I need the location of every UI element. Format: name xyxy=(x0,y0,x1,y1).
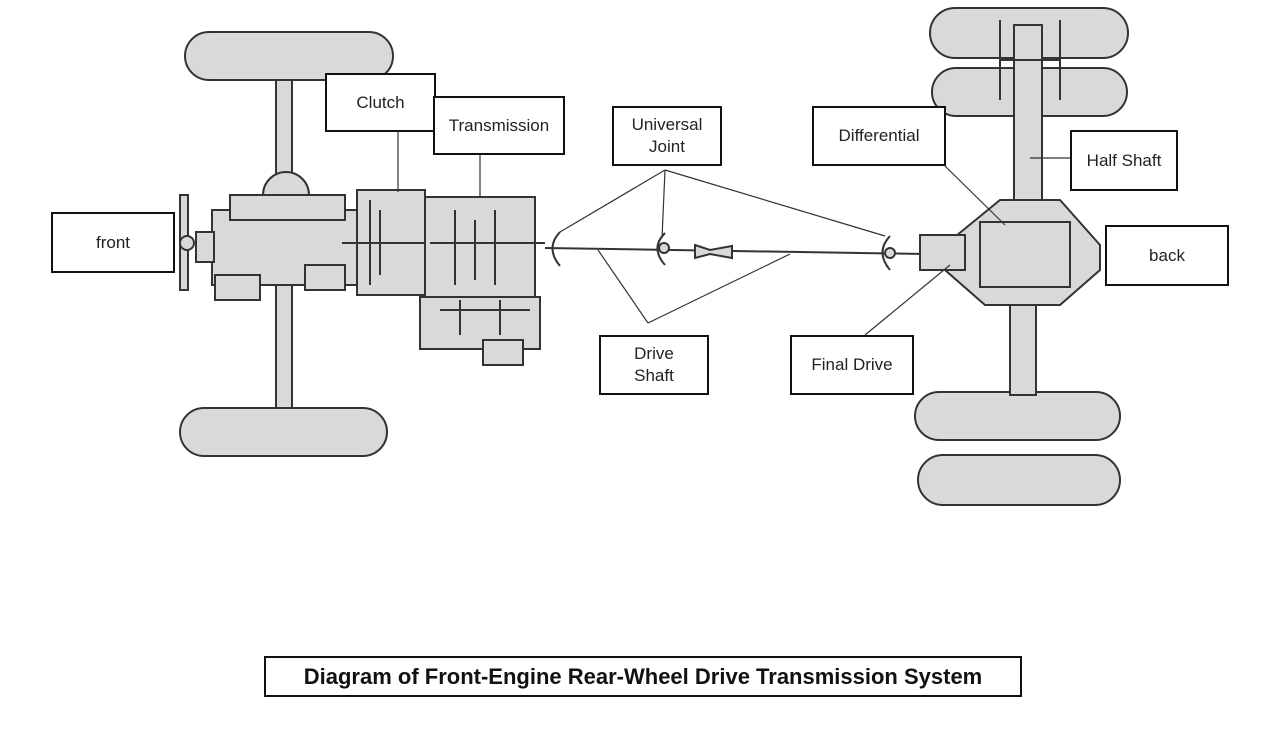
front-wheel-top xyxy=(184,31,394,81)
label-back: back xyxy=(1105,225,1229,286)
rear-wheel-bottom-1 xyxy=(914,391,1121,441)
engine xyxy=(179,171,361,301)
leader-universal-joint-c xyxy=(664,169,886,237)
leader-differential xyxy=(944,165,1006,226)
clutch-housing xyxy=(342,189,430,296)
leader-drive-shaft-b xyxy=(647,253,791,324)
label-drive-shaft: Drive Shaft xyxy=(599,335,709,395)
label-half-shaft: Half Shaft xyxy=(1070,130,1178,191)
universal-joint-middle xyxy=(656,232,666,266)
leader-drive-shaft-a xyxy=(597,249,649,324)
slip-yoke xyxy=(694,243,733,260)
rear-wheel-bottom-2 xyxy=(917,454,1121,506)
label-final-drive: Final Drive xyxy=(790,335,914,395)
half-shaft-lower xyxy=(1009,299,1037,396)
leader-universal-joint-b xyxy=(661,169,666,239)
label-universal-joint: Universal Joint xyxy=(612,106,722,166)
half-shaft-upper xyxy=(1013,24,1043,216)
differential xyxy=(979,221,1071,288)
leader-universal-joint-a xyxy=(559,169,666,233)
label-differential: Differential xyxy=(812,106,946,166)
drive-shaft xyxy=(544,247,926,255)
leader-final-drive xyxy=(864,264,951,336)
label-clutch: Clutch xyxy=(325,73,436,132)
diagram-caption: Diagram of Front-Engine Rear-Wheel Drive… xyxy=(264,656,1022,697)
universal-joint-front xyxy=(551,231,561,267)
front-wheel-bottom xyxy=(179,407,388,457)
label-front: front xyxy=(51,212,175,273)
final-drive xyxy=(919,234,966,271)
universal-joint-rear xyxy=(881,235,891,271)
label-transmission: Transmission xyxy=(433,96,565,155)
transmission-gearbox xyxy=(419,196,545,366)
